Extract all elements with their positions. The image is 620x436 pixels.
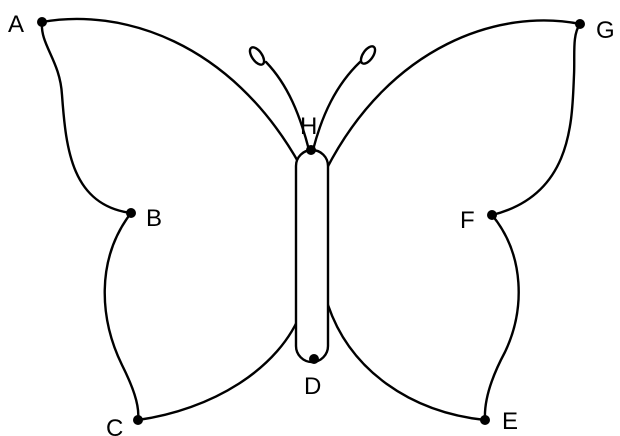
right-wing-edge-g-f xyxy=(490,22,582,217)
right-antenna xyxy=(311,60,362,152)
left-wing-edge-b-c xyxy=(103,211,140,422)
left-lower-wing xyxy=(136,308,304,422)
left-upper-wing xyxy=(40,17,302,167)
label-g: G xyxy=(596,17,615,44)
right-lower-wing xyxy=(326,303,487,422)
left-antenna xyxy=(264,60,311,152)
label-c: C xyxy=(106,415,123,436)
butterfly-body xyxy=(294,148,330,364)
point-h xyxy=(306,145,316,155)
label-b: B xyxy=(146,205,162,232)
right-wing-edge-f-e xyxy=(483,213,520,422)
left-antenna-tip xyxy=(248,46,266,66)
point-g xyxy=(575,19,585,29)
label-a: A xyxy=(8,11,24,38)
point-f xyxy=(487,210,497,220)
label-d: D xyxy=(304,373,321,400)
right-upper-wing xyxy=(324,19,582,172)
label-f: F xyxy=(460,207,475,234)
point-e xyxy=(480,415,490,425)
left-wing-edge-a-b xyxy=(40,20,133,215)
right-antenna-tip xyxy=(359,45,377,65)
label-e: E xyxy=(502,408,518,435)
point-b xyxy=(126,208,136,218)
point-a xyxy=(37,17,47,27)
point-d xyxy=(309,354,319,364)
label-h: H xyxy=(300,113,317,140)
point-c xyxy=(133,415,143,425)
